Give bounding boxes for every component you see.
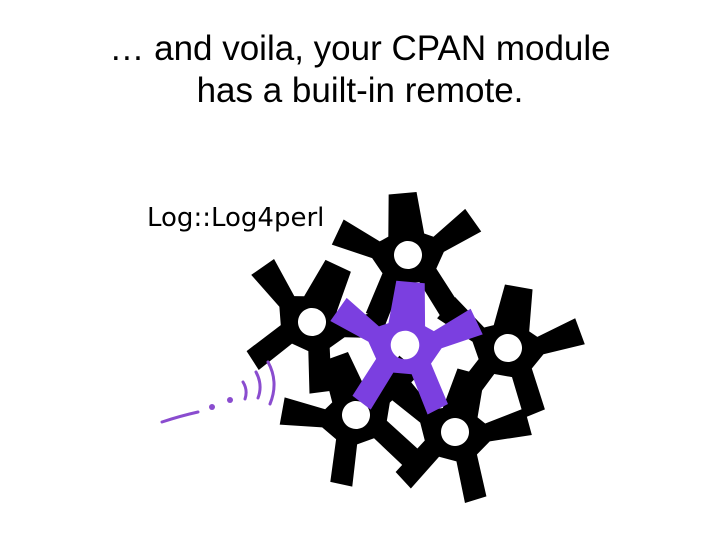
slide-title-line-1: … and voila, your CPAN module: [109, 29, 611, 68]
slide-title-line-2: has a built-in remote.: [196, 71, 524, 110]
slide-title: … and voila, your CPAN module has a buil…: [20, 28, 700, 112]
module-name-label: Log::Log4perl: [147, 203, 324, 233]
remote-signal-icon: [160, 360, 276, 424]
